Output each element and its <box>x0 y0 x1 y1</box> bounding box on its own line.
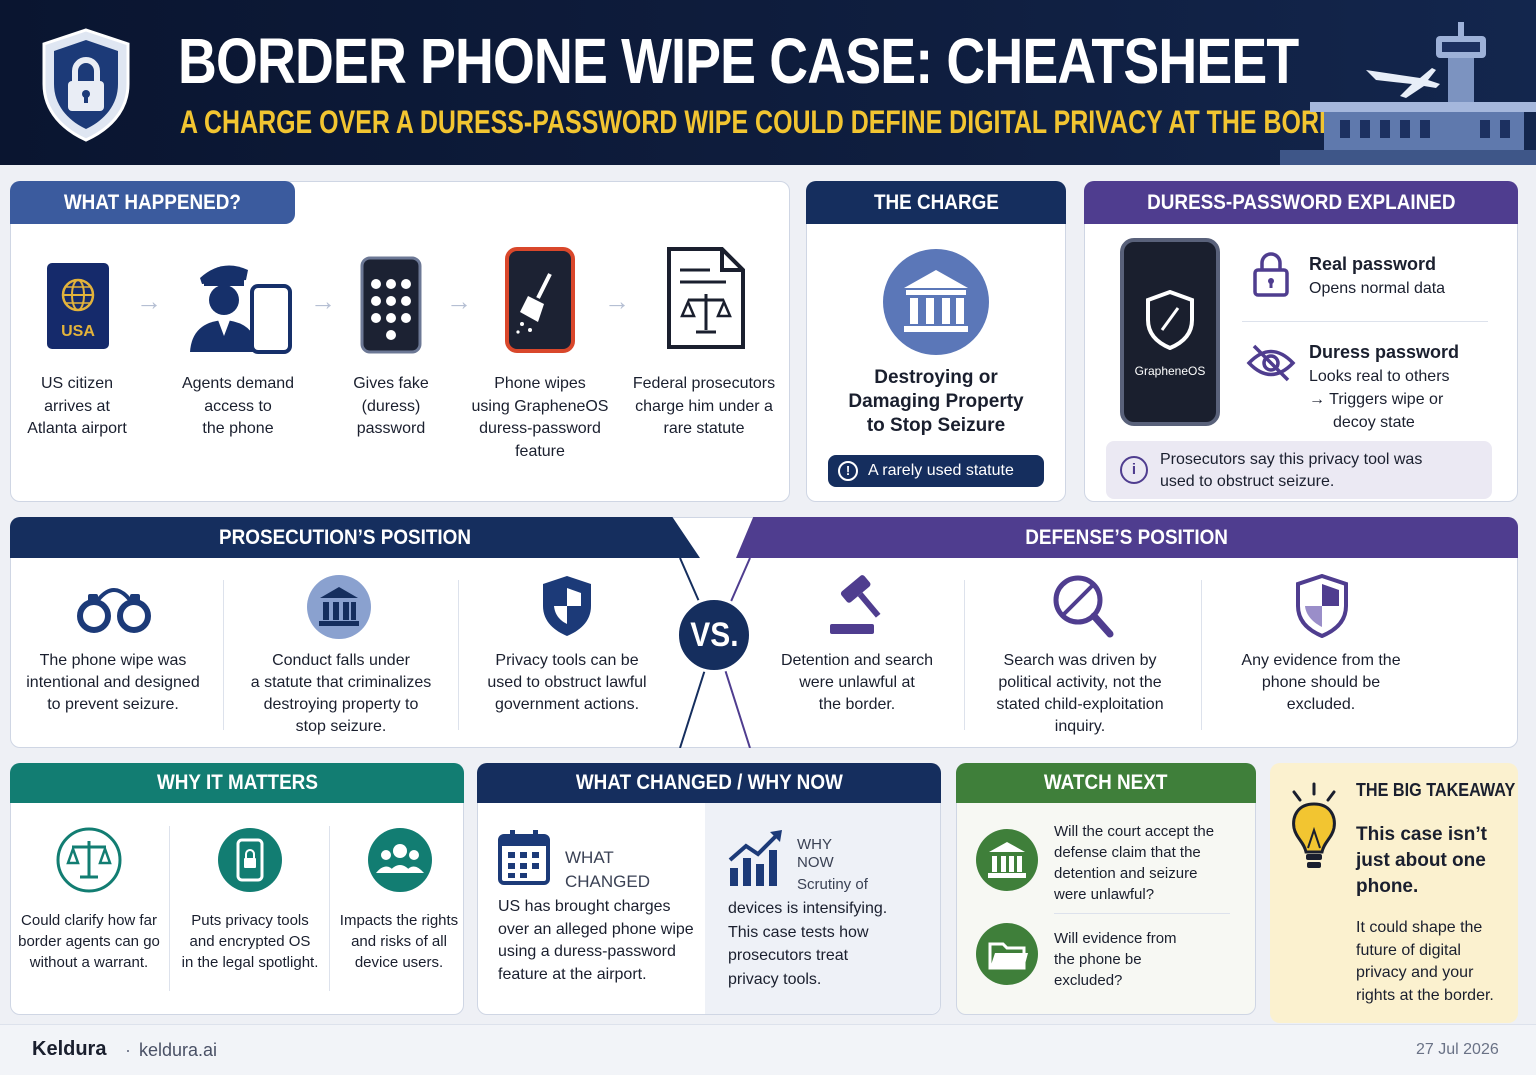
why-matters-point-1: Could clarify how far border agents can … <box>18 912 160 971</box>
divider <box>223 580 224 730</box>
footer-brand: Keldura <box>32 1038 107 1060</box>
prosecution-title: PROSECUTION’S POSITION <box>10 517 700 558</box>
step-2-text: Agents demand access to the phone <box>181 375 295 437</box>
divider <box>329 826 330 991</box>
shield-lock-icon <box>38 26 134 144</box>
statute-badge: ! A rarely used statute <box>828 455 1044 487</box>
shield-icon <box>1296 574 1348 638</box>
gavel-icon <box>826 574 898 636</box>
duress-password-desc-3: decoy state <box>1333 414 1415 431</box>
courthouse-icon <box>975 828 1039 892</box>
what-changed-label: WHAT CHANGED <box>565 848 651 891</box>
why-now-panel <box>705 803 940 1014</box>
prosecution-point-1: The phone wipe was intentional and desig… <box>26 652 200 713</box>
footer-date: 27 Jul 2026 <box>1416 1041 1499 1058</box>
why-now-text-small: Scrutiny of <box>797 876 868 893</box>
watch-next-title: WATCH NEXT <box>956 763 1256 803</box>
passport-text: USA <box>61 323 95 340</box>
prosecutor-note: i Prosecutors say this privacy tool was … <box>1106 441 1492 499</box>
duress-title: DURESS-PASSWORD EXPLAINED <box>1084 181 1518 224</box>
page-title: BORDER PHONE WIPE CASE: CHEATSHEET <box>178 25 1299 97</box>
takeaway-title: THE BIG TAKEAWAY <box>1356 780 1516 800</box>
phone-os-label: GrapheneOS <box>1134 364 1206 378</box>
divider <box>458 580 459 730</box>
what-changed-title: WHAT CHANGED / WHY NOW <box>477 763 941 803</box>
lock-icon <box>1252 250 1290 298</box>
scales-icon <box>56 827 122 893</box>
defense-point-3: Any evidence from the phone should be ex… <box>1241 652 1401 713</box>
footer <box>0 1024 1536 1075</box>
charge-title: THE CHARGE <box>806 181 1066 224</box>
prosecutor-note-text: Prosecutors say this privacy tool was us… <box>1160 451 1423 490</box>
why-matters-title: WHY IT MATTERS <box>10 763 464 803</box>
vs-badge: VS. <box>676 597 752 673</box>
duress-password-desc-2: → Triggers wipe or <box>1309 391 1444 408</box>
header-banner: BORDER PHONE WIPE CASE: CHEATSHEET A CHA… <box>0 0 1536 165</box>
defense-point-2: Search was driven by political activity,… <box>996 652 1164 735</box>
keypad-phone-icon <box>360 256 422 354</box>
duress-password-title: Duress password <box>1309 342 1460 362</box>
lightbulb-icon <box>1286 782 1342 878</box>
divider <box>169 826 170 991</box>
step-4-text: Phone wipes using GrapheneOS duress-pass… <box>471 375 609 460</box>
takeaway-headline: This case isn’t just about one phone. <box>1356 824 1487 897</box>
duress-password-desc: Looks real to others <box>1309 368 1450 385</box>
step-3-text: Gives fake (duress) password <box>353 375 429 437</box>
footer-domain-link[interactable]: keldura.ai <box>139 1040 218 1060</box>
legal-document-icon <box>666 246 746 350</box>
defense-point-1: Detention and search were unlawful at th… <box>780 652 934 713</box>
divider <box>1242 321 1488 322</box>
why-matters-point-2: Puts privacy tools and encrypted OS in t… <box>181 912 319 971</box>
page-subtitle: A CHARGE OVER A DURESS-PASSWORD WIPE COU… <box>180 104 1372 140</box>
arrow-right-icon: → <box>310 286 336 316</box>
courthouse-icon <box>306 574 372 640</box>
phone-lock-icon <box>217 827 283 893</box>
info-icon: i <box>1120 456 1148 484</box>
watch-next-question-2: Will evidence from the phone be excluded… <box>1054 930 1177 989</box>
divider <box>1201 580 1202 730</box>
courthouse-icon <box>882 248 990 356</box>
prosecution-point-3: Privacy tools can be used to obstruct la… <box>487 652 647 713</box>
takeaway-text: It could shape the future of digital pri… <box>1356 919 1494 1004</box>
agent-with-phone-icon <box>186 256 294 354</box>
step-5-text: Federal prosecutors charge him under a r… <box>632 375 776 437</box>
real-password-title: Real password <box>1309 254 1437 274</box>
handcuffs-icon <box>76 576 152 636</box>
calendar-icon <box>498 828 550 886</box>
divider <box>964 580 965 730</box>
eye-slash-icon <box>1246 342 1296 384</box>
arrow-right-icon: → <box>446 286 472 316</box>
arrow-right-icon: → <box>604 286 630 316</box>
why-matters-point-3: Impacts the rights and risks of all devi… <box>339 912 459 971</box>
airport-tower-icon <box>1280 18 1536 165</box>
wipe-phone-icon <box>504 246 576 354</box>
statute-badge-text: A rarely used statute <box>868 462 1014 479</box>
grapheneos-phone: GrapheneOS <box>1120 238 1220 426</box>
what-changed-text: US has brought charges over an alleged p… <box>498 898 694 983</box>
arrow-right-icon: → <box>136 286 162 316</box>
what-happened-title: WHAT HAPPENED? <box>10 181 295 224</box>
why-now-text: devices is intensifying. This case tests… <box>728 900 888 988</box>
footer-separator: · <box>125 1040 131 1060</box>
watch-next-question-1: Will the court accept the defense claim … <box>1054 823 1215 903</box>
search-cancel-icon <box>1052 574 1114 638</box>
prosecution-point-2: Conduct falls under a statute that crimi… <box>250 652 432 735</box>
shield-icon <box>541 574 593 638</box>
charge-text: Destroying or Damaging Property to Stop … <box>848 367 1024 436</box>
why-now-label: WHY NOW <box>797 836 834 871</box>
step-1-text: US citizen arrives at Atlanta airport <box>27 375 127 437</box>
passport-icon: USA <box>46 262 110 350</box>
people-group-icon <box>367 827 433 893</box>
divider <box>1054 913 1230 914</box>
info-icon: ! <box>838 461 858 481</box>
real-password-desc: Opens normal data <box>1309 280 1446 297</box>
folder-icon <box>975 922 1039 986</box>
grapheneos-shield-icon <box>1144 290 1196 350</box>
trend-chart-icon <box>728 828 784 888</box>
defense-title: DEFENSE’S POSITION <box>736 517 1518 558</box>
